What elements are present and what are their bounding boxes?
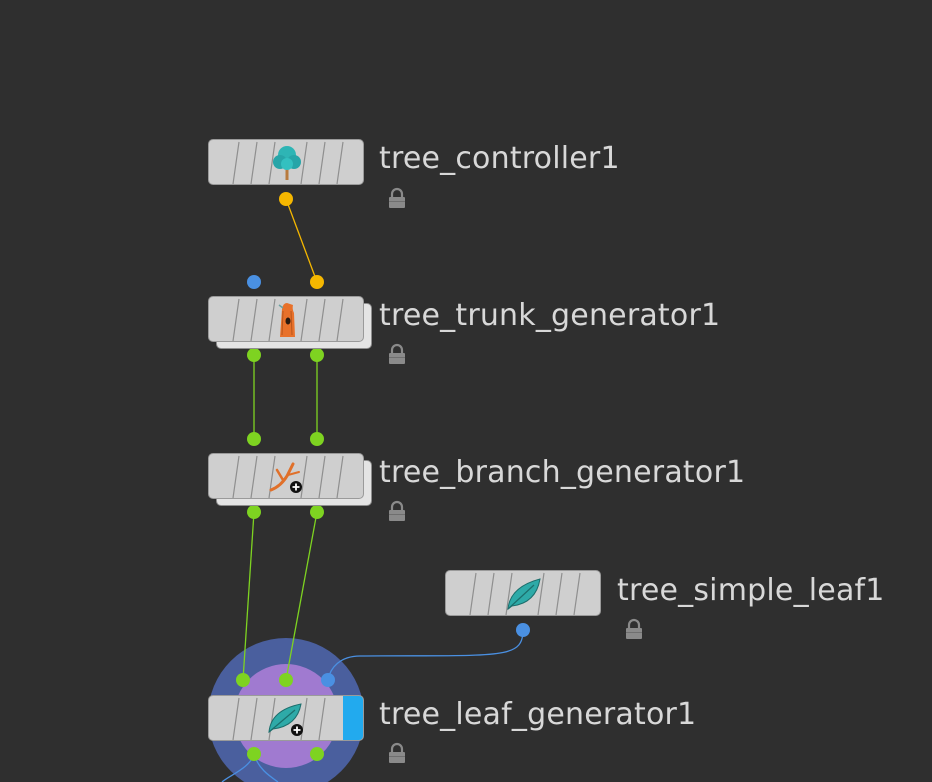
wire-controller-to-trunk[interactable]: [285, 198, 318, 283]
node-stripes: [232, 141, 344, 184]
lock-icon[interactable]: [386, 500, 408, 522]
node-label-tree-trunk-generator[interactable]: tree_trunk_generator1: [379, 298, 721, 333]
trunk-output-connector-1[interactable]: [247, 348, 261, 362]
node-stripes: [469, 572, 581, 615]
node-label-tree-leaf-generator[interactable]: tree_leaf_generator1: [379, 697, 697, 732]
branch-icon: [269, 462, 302, 493]
node-stripes: [232, 455, 344, 498]
wire-branch-to-leaf-2[interactable]: [285, 511, 318, 681]
controller-output-connector[interactable]: [279, 192, 293, 206]
display-flag[interactable]: [343, 696, 363, 740]
trunk-input-blue-connector[interactable]: [247, 275, 261, 289]
leaf-gen-input-connector-2[interactable]: [279, 673, 293, 687]
wire-simple-leaf-to-leaf-gen[interactable]: [327, 629, 524, 681]
node-label-tree-branch-generator[interactable]: tree_branch_generator1: [379, 455, 746, 490]
leaf-gen-input-connector-1[interactable]: [236, 673, 250, 687]
node-label-tree-simple-leaf[interactable]: tree_simple_leaf1: [617, 573, 885, 608]
trunk-output-connector-2[interactable]: [310, 348, 324, 362]
node-tree-simple-leaf[interactable]: [445, 570, 601, 616]
trunk-icon: [278, 303, 295, 337]
leaf-gen-input-connector-3[interactable]: [321, 673, 335, 687]
node-tree-leaf-generator[interactable]: [208, 695, 364, 741]
node-tree-trunk-generator[interactable]: [208, 296, 364, 342]
trunk-input-orange-connector[interactable]: [310, 275, 324, 289]
lock-icon[interactable]: [386, 343, 408, 365]
node-stripes: [232, 298, 344, 341]
leaf-generator-icon: [268, 703, 303, 736]
lock-icon[interactable]: [623, 618, 645, 640]
leaf-icon: [507, 578, 541, 611]
branch-input-connector-1[interactable]: [247, 432, 261, 446]
node-tree-branch-generator[interactable]: [208, 453, 364, 499]
branch-output-connector-2[interactable]: [310, 505, 324, 519]
simple-leaf-output-connector[interactable]: [516, 623, 530, 637]
wire-branch-to-leaf-1[interactable]: [242, 511, 255, 681]
leaf-gen-output-connector-1[interactable]: [247, 747, 261, 761]
branch-input-connector-2[interactable]: [310, 432, 324, 446]
lock-icon[interactable]: [386, 742, 408, 764]
leaf-gen-output-connector-2[interactable]: [310, 747, 324, 761]
tree-icon: [273, 146, 301, 180]
node-label-tree-controller[interactable]: tree_controller1: [379, 141, 620, 176]
node-tree-controller[interactable]: [208, 139, 364, 185]
lock-icon[interactable]: [386, 187, 408, 209]
branch-output-connector-1[interactable]: [247, 505, 261, 519]
